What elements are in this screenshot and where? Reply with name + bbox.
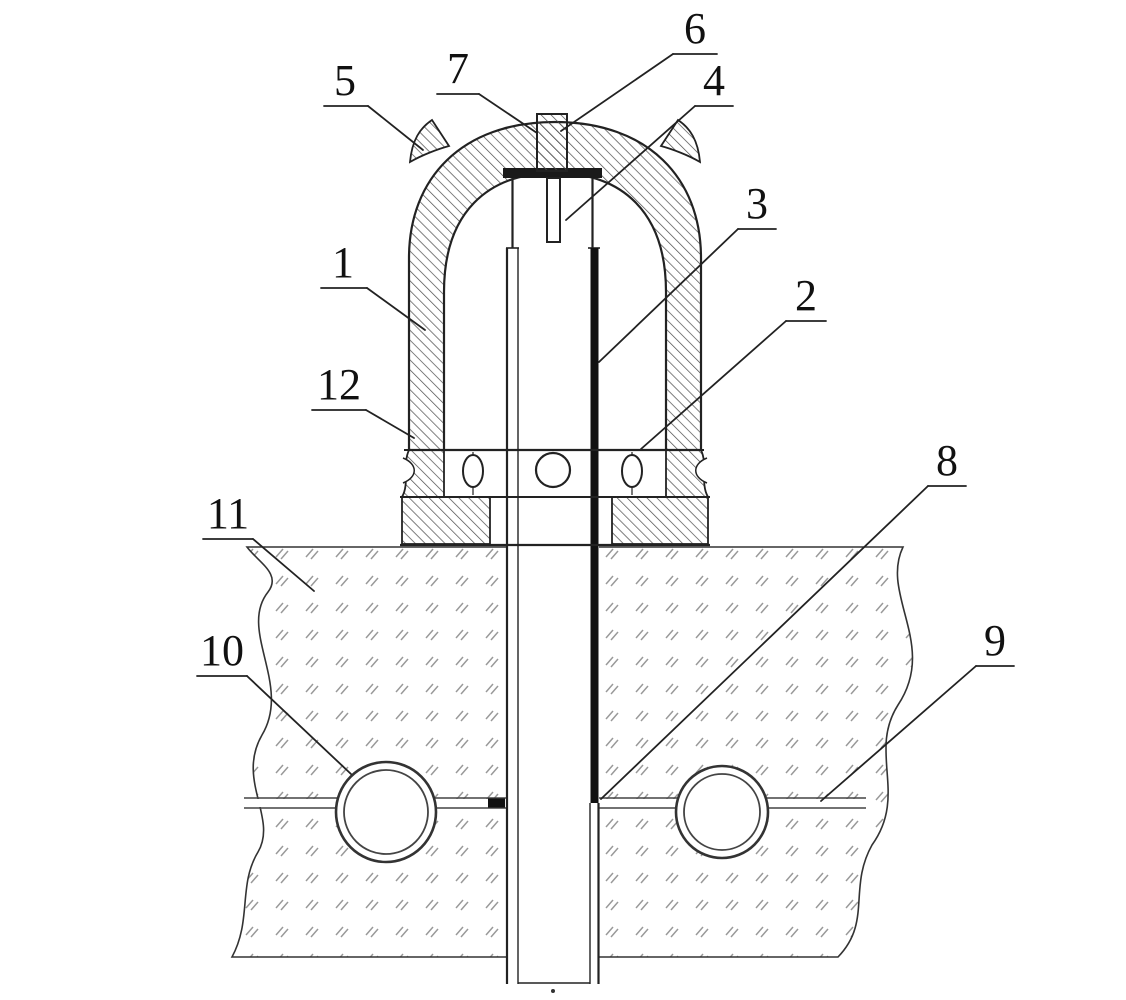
label-group-11: 11 [202,489,315,592]
label-7: 7 [447,44,469,93]
inner-rod [546,177,561,243]
leader-line-4 [565,105,696,221]
label-group-2: 2 [640,271,827,450]
leader-line-8 [600,485,929,800]
label-group-6: 6 [560,4,718,132]
dome-left-horn [408,118,451,164]
center-ball [534,451,572,489]
label-8: 8 [936,436,958,485]
leader-line-12 [365,409,415,439]
label-12: 12 [317,360,361,409]
label-group-1: 1 [320,238,426,331]
label-group-5: 5 [323,56,424,151]
leader-line-9 [820,665,977,802]
label-group-4: 4 [565,56,734,221]
leader-line-5 [367,105,424,151]
tube-bore [506,176,599,984]
right-pipe-circle [674,764,770,860]
label-2: 2 [795,271,817,320]
reference-labels: 1 2 3 4 5 6 7 [196,4,1015,802]
left-groove-notch [402,457,415,484]
bottom-center-mark [551,989,555,993]
leader-line-1 [366,287,426,331]
label-10: 10 [200,626,244,675]
left-pipe-inner-ring [343,769,429,855]
label-9: 9 [984,616,1006,665]
dome-right-horn [659,118,702,164]
label-group-7: 7 [436,44,538,134]
label-11: 11 [207,489,249,538]
flange-left-block [401,496,491,545]
right-groove-notch [695,457,708,484]
label-group-8: 8 [600,436,967,800]
left-pipe-circle [334,760,438,864]
label-4: 4 [703,56,725,105]
label-3: 3 [746,179,768,228]
leader-line-3 [598,228,739,363]
leader-line-10 [246,675,352,775]
left-bolt-hole [462,454,484,488]
right-bolt-hole [621,454,643,488]
top-stem-block [536,113,568,172]
label-5: 5 [334,56,356,105]
leader-line-6 [560,53,674,132]
label-group-10: 10 [196,626,352,775]
flange-right-block [611,496,709,545]
label-1: 1 [332,238,354,287]
label-group-9: 9 [820,616,1015,802]
label-group-12: 12 [311,360,415,439]
leader-line-7 [478,93,538,134]
top-fittings [503,113,602,243]
right-pipe-inner-ring [683,773,761,851]
dome-housing [400,118,710,547]
leader-line-11 [252,538,315,592]
leader-line-2 [640,320,787,450]
tube-cap-bar [503,168,602,178]
center-tube [505,176,600,984]
label-group-3: 3 [598,179,777,363]
label-6: 6 [684,4,706,53]
